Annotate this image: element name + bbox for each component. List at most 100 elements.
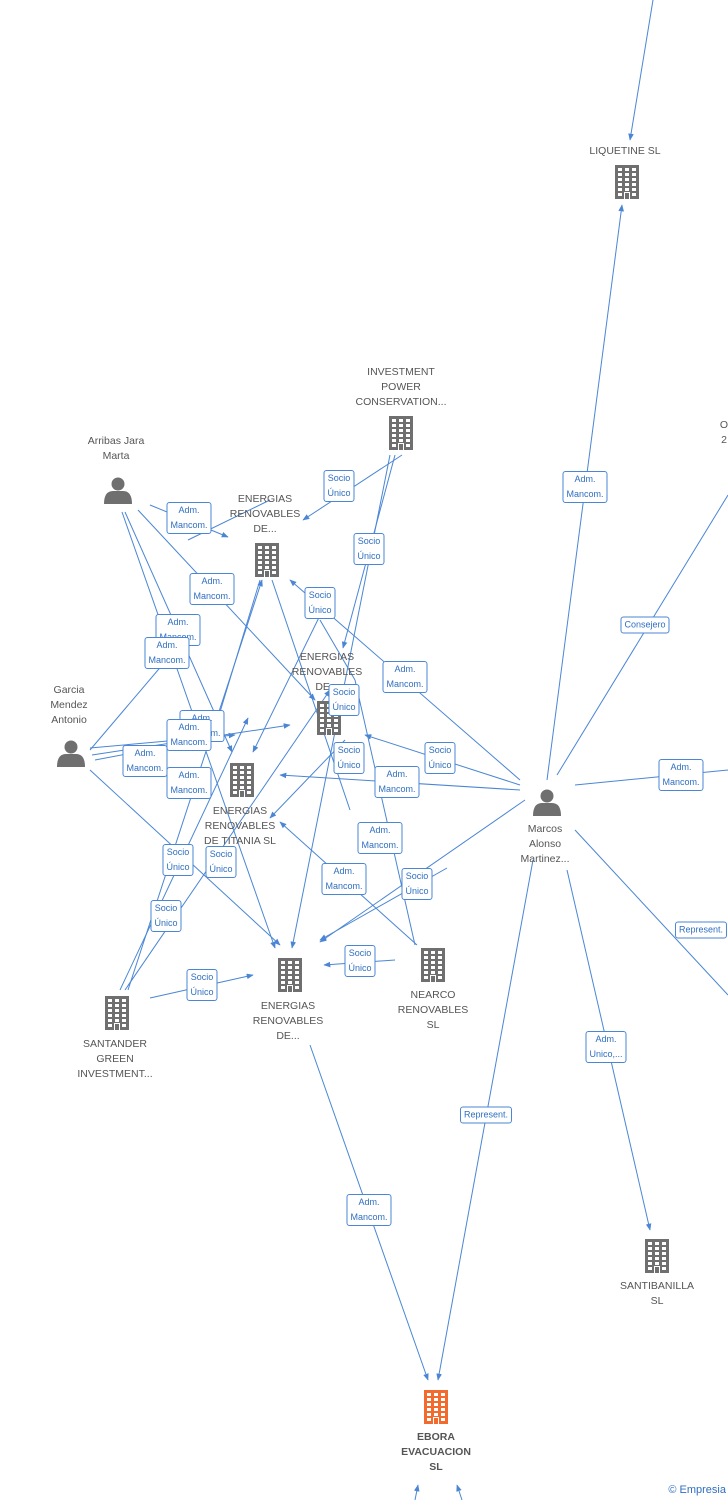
company-node-liquetine[interactable]: LIQUETINE SL [589, 145, 661, 199]
node-label: SL [427, 1019, 440, 1031]
company-node-er-de-3[interactable]: ENERGIAS RENOVABLES DE... [253, 958, 323, 1042]
building-icon [645, 1239, 669, 1273]
node-label: EBORA [417, 1431, 455, 1443]
edge-role-label: Adm. Mancom. [166, 719, 212, 751]
edge-role-label: Adm. Mancom. [122, 745, 168, 777]
edge-role-label: Socio Único [162, 844, 194, 876]
node-label: INVESTMENT... [77, 1068, 152, 1080]
node-label: EVACUACION [401, 1446, 471, 1458]
edge-role-label: Adm. Mancom. [189, 573, 235, 605]
edge-role-label: Consejero [620, 616, 670, 634]
edge-role-label: Socio Único [401, 868, 433, 900]
edge-role-label: Socio Único [424, 742, 456, 774]
edge-line [414, 1484, 420, 1500]
edge-line [556, 494, 728, 776]
node-label: ENERGIAS [213, 805, 267, 817]
node-label: Marta [103, 450, 130, 462]
building-icon [230, 763, 254, 797]
building-icon [255, 543, 279, 577]
edge-line [269, 739, 346, 819]
edge-role-label: Socio Único [333, 742, 365, 774]
node-label: RENOVABLES [292, 666, 362, 678]
edge-role-label: Socio Único [205, 846, 237, 878]
node-label: SL [651, 1295, 664, 1307]
node-label: Garcia [54, 684, 85, 696]
company-node-er-de-1[interactable]: ENERGIAS RENOVABLES DE... [230, 493, 300, 577]
node-label: Marcos [528, 823, 562, 835]
edge-role-label: Adm. Mancom. [346, 1194, 392, 1226]
edge-line [574, 829, 728, 996]
edge-line [456, 1484, 463, 1500]
edge-role-label: Socio Único [304, 587, 336, 619]
edge-role-label: Socio Único [186, 969, 218, 1001]
node-label: DE... [276, 1030, 299, 1042]
edge-role-label: Adm. Mancom. [562, 471, 608, 503]
node-label: SL [429, 1461, 443, 1473]
edge-line [319, 619, 356, 681]
node-label: Martinez... [520, 853, 569, 865]
person-icon [533, 789, 561, 816]
edge-role-label: Socio Único [344, 945, 376, 977]
company-node-offscreen-right[interactable]: O2 [720, 413, 728, 447]
edge-role-label: Adm. Mancom. [166, 767, 212, 799]
edge-role-label: Represent. [459, 1106, 513, 1124]
node-label: ENERGIAS [261, 1000, 315, 1012]
edge-role-label: Socio Único [323, 470, 355, 502]
node-label: RENOVABLES [253, 1015, 323, 1027]
edge-line [354, 679, 416, 946]
person-node-marcos[interactable]: MarcosAlonsoMartinez... [520, 789, 570, 866]
brand-name: Empresia [679, 1484, 726, 1496]
edge-role-label: Socio Único [328, 684, 360, 716]
edge-line [574, 769, 728, 786]
node-label: NEARCO [411, 989, 456, 1001]
building-icon [105, 996, 129, 1030]
node-label: RENOVABLES [205, 820, 275, 832]
edge-role-label: Represent. [674, 921, 728, 939]
nodes: LIQUETINE SL INVESTMENTPOWERCONSERVATION.… [50, 145, 728, 1473]
company-node-er-titania[interactable]: ENERGIAS RENOVABLES DE TITANIA SL [204, 763, 276, 847]
edge-role-label: Adm. Unico,... [585, 1031, 627, 1063]
edge-role-label: Socio Único [150, 900, 182, 932]
company-node-santander[interactable]: SANTANDER GREEN INVESTMENT... [77, 996, 153, 1080]
building-icon [389, 416, 413, 450]
node-label: CONSERVATION... [355, 396, 446, 408]
node-label: DE TITANIA SL [204, 835, 276, 847]
company-node-investment-power[interactable]: INVESTMENTPOWERCONSERVATION... [355, 366, 447, 450]
edge-role-label: Adm. Mancom. [144, 637, 190, 669]
node-label: Antonio [51, 714, 87, 726]
brand-footer[interactable]: © Empresia [668, 1484, 726, 1496]
edge-line [628, 0, 654, 141]
company-node-nearco[interactable]: NEARCO RENOVABLES SL [398, 948, 468, 1031]
node-label: Arribas Jara [88, 435, 145, 447]
node-label: SANTANDER [83, 1038, 147, 1050]
edge-role-label: Adm. Mancom. [166, 502, 212, 534]
edge-role-label: Adm. Mancom. [321, 863, 367, 895]
node-label: Mendez [50, 699, 87, 711]
node-label: RENOVABLES [398, 1004, 468, 1016]
edge-role-label: Adm. Mancom. [374, 766, 420, 798]
person-icon [57, 740, 85, 767]
node-label: ENERGIAS [238, 493, 292, 505]
node-label: O [720, 419, 728, 431]
node-label: GREEN [96, 1053, 133, 1065]
edge-role-label: Adm. Mancom. [357, 822, 403, 854]
node-label: Alonso [529, 838, 561, 850]
edge-line [137, 509, 316, 701]
node-label: INVESTMENT [367, 366, 435, 378]
company-node-ebora[interactable]: EBORA EVACUACION SL [401, 1390, 471, 1473]
building-icon [615, 165, 639, 199]
node-label: DE... [253, 523, 276, 535]
edge-line [124, 689, 331, 991]
person-icon [104, 477, 132, 504]
edge-line [252, 594, 331, 753]
edge-role-label: Socio Único [353, 533, 385, 565]
node-label: RENOVABLES [230, 508, 300, 520]
copyright-symbol: © [668, 1484, 677, 1496]
building-icon [278, 958, 302, 992]
edge-role-label: Adm. Mancom. [382, 661, 428, 693]
node-label: ENERGIAS [300, 651, 354, 663]
